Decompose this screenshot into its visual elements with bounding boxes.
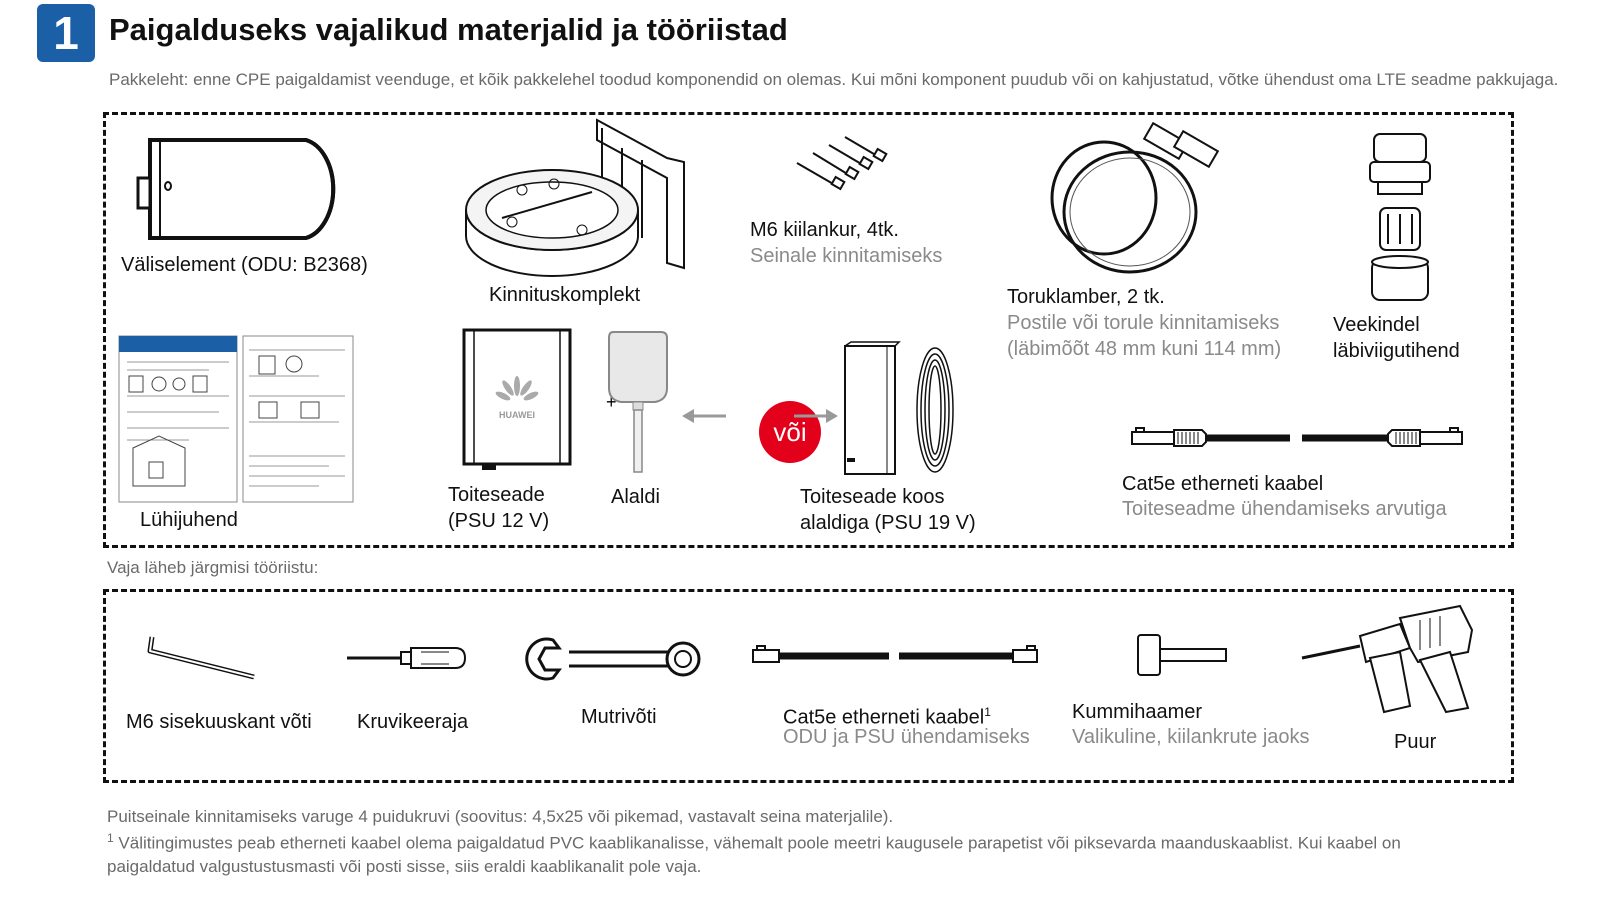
mallet-illustration bbox=[1137, 634, 1227, 676]
quick-guide-illustration bbox=[118, 335, 354, 503]
pipe-clamp-sub-2: (läbimõõt 48 mm kuni 114 mm) bbox=[1007, 338, 1282, 360]
mount-kit-illustration bbox=[465, 118, 685, 277]
tools-box bbox=[103, 589, 1514, 783]
step-number-badge: 1 bbox=[37, 4, 95, 62]
drill-illustration bbox=[1301, 604, 1474, 714]
odu-illustration bbox=[136, 138, 336, 240]
hex-key-label: M6 sisekuuskant võti bbox=[126, 711, 312, 733]
huawei-logo-text: HUAWEI bbox=[499, 410, 535, 420]
psu-12v-illustration: HUAWEI bbox=[462, 328, 572, 470]
page-title: Paigalduseks vajalikud materjalid ja töö… bbox=[109, 12, 788, 47]
screwdriver-label: Kruvikeeraja bbox=[357, 711, 469, 733]
tool-ethernet-cable-sub: ODU ja PSU ühendamiseks bbox=[783, 726, 1030, 748]
pipe-clamp-sub-1: Postile või torule kinnitamiseks bbox=[1007, 312, 1280, 334]
intro-text: Pakkeleht: enne CPE paigaldamist veendug… bbox=[109, 70, 1559, 89]
pipe-clamp-illustration bbox=[1050, 121, 1220, 274]
psu-19v-label-2: alaldiga (PSU 19 V) bbox=[800, 512, 976, 534]
psu-12v-label-2: (PSU 12 V) bbox=[448, 510, 550, 532]
cable-gland-illustration bbox=[1369, 133, 1431, 301]
odu-label: Väliselement (ODU: B2368) bbox=[121, 254, 368, 276]
tool-ethernet-cable-label: Cat5e etherneti kaabel1 bbox=[783, 699, 991, 731]
or-badge: või bbox=[759, 401, 821, 463]
psu-19v-illustration bbox=[844, 341, 954, 475]
mount-kit-label: Kinnituskomplekt bbox=[489, 284, 641, 306]
ethernet-cable-illustration bbox=[1131, 427, 1463, 447]
tool-ethernet-cable-text: Cat5e etherneti kaabel bbox=[783, 706, 985, 729]
cable-gland-label-1: Veekindel bbox=[1333, 314, 1420, 336]
wrench-illustration bbox=[525, 637, 701, 681]
tool-ethernet-cable-illustration bbox=[752, 645, 1038, 663]
power-adapter-illustration bbox=[608, 331, 668, 473]
package-contents-box bbox=[103, 112, 1514, 548]
mallet-label: Kummihaamer bbox=[1072, 701, 1203, 723]
psu-19v-label-1: Toiteseade koos bbox=[800, 486, 945, 508]
hex-key-illustration bbox=[147, 636, 255, 680]
footnote-marker: 1 bbox=[984, 705, 991, 719]
footnote-text: Välitingimustes peab etherneti kaabel ol… bbox=[107, 833, 1401, 876]
cable-gland-label-2: läbiviigutihend bbox=[1333, 340, 1460, 362]
footer-note-cable: 1 Välitingimustes peab etherneti kaabel … bbox=[107, 827, 1447, 878]
footnote-number: 1 bbox=[107, 831, 114, 845]
ethernet-cable-label: Cat5e etherneti kaabel bbox=[1122, 473, 1324, 495]
arrow-right-icon bbox=[794, 409, 838, 423]
drill-label: Puur bbox=[1394, 731, 1437, 753]
quick-guide-label: Lühijuhend bbox=[140, 509, 238, 531]
adapter-label: Alaldi bbox=[611, 486, 660, 508]
tools-heading: Vaja läheb järgmisi tööriistu: bbox=[107, 558, 319, 577]
pipe-clamp-label: Toruklamber, 2 tk. bbox=[1007, 286, 1165, 308]
anchor-sub: Seinale kinnitamiseks bbox=[750, 245, 943, 267]
mallet-sub: Valikuline, kiilankrute jaoks bbox=[1072, 726, 1310, 748]
wrench-label: Mutrivõti bbox=[581, 706, 657, 728]
anchor-illustration bbox=[796, 136, 888, 191]
screwdriver-illustration bbox=[347, 647, 467, 669]
anchor-label: M6 kiilankur, 4tk. bbox=[750, 219, 899, 241]
footer-note-wood-screws: Puitseinale kinnitamiseks varuge 4 puidu… bbox=[107, 807, 894, 826]
psu-12v-label-1: Toiteseade bbox=[448, 484, 545, 506]
plus-sign: + bbox=[606, 392, 617, 412]
ethernet-cable-sub: Toiteseadme ühendamiseks arvutiga bbox=[1122, 498, 1447, 520]
arrow-left-icon bbox=[682, 409, 726, 423]
